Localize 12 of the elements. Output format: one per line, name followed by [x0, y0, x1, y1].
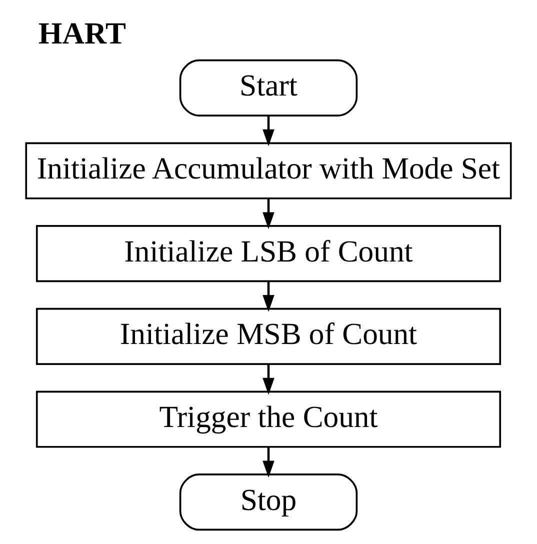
arrow	[262, 198, 274, 230]
node-box: Start	[179, 59, 358, 116]
node-box: Initialize Accumulator with Mode Set	[25, 142, 512, 200]
arrow	[262, 281, 274, 312]
arrow	[262, 116, 274, 146]
node-box: Initialize LSB of Count	[36, 225, 502, 282]
arrow	[262, 364, 274, 395]
node-box: Stop	[179, 474, 358, 531]
arrow	[262, 446, 274, 478]
diagram-title: HART	[38, 16, 126, 50]
node-box: Initialize MSB of Count	[36, 308, 502, 365]
node-box: Trigger the Count	[36, 390, 502, 448]
